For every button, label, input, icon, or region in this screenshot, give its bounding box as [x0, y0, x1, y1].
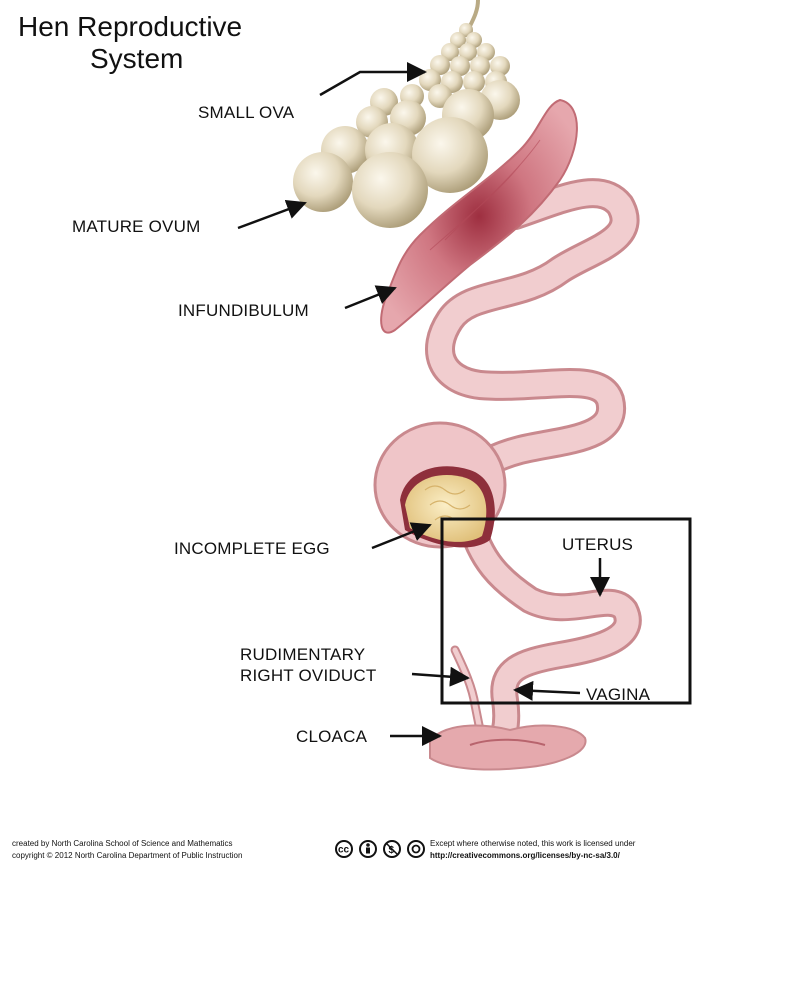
title-line-1: Hen Reproductive	[18, 11, 242, 42]
credit-line-1: created by North Carolina School of Scie…	[12, 839, 233, 848]
cloaca-shape	[429, 724, 587, 771]
arrow-incomplete-egg	[371, 522, 432, 550]
cc-license-icons: cc $	[335, 840, 425, 858]
label-rudimentary-1: RUDIMENTARY	[240, 645, 365, 664]
nc-icon: $	[383, 840, 401, 858]
sa-icon	[407, 840, 425, 858]
credit-line-2: copyright © 2012 North Carolina Departme…	[12, 851, 242, 860]
svg-text:$: $	[389, 845, 395, 856]
egg-chamber	[373, 421, 507, 549]
svg-text:cc: cc	[338, 845, 350, 856]
oviduct-tube	[425, 178, 642, 759]
by-icon	[359, 840, 377, 858]
license-line-2[interactable]: http://creativecommons.org/licenses/by-n…	[430, 851, 621, 860]
label-cloaca: CLOACA	[296, 727, 368, 746]
license-line-1: Except where otherwise noted, this work …	[430, 839, 636, 848]
arrow-vagina	[513, 680, 581, 701]
label-incomplete-egg: INCOMPLETE EGG	[174, 539, 330, 558]
cc-icon: cc	[335, 840, 353, 858]
arrow-rudimentary	[411, 666, 470, 687]
arrow-mature-ovum	[237, 199, 307, 230]
label-infundibulum: INFUNDIBULUM	[178, 301, 309, 320]
label-vagina: VAGINA	[586, 685, 651, 704]
label-rudimentary-2: RIGHT OVIDUCT	[240, 666, 376, 685]
uterus-vagina-box	[440, 517, 692, 705]
ovary-cluster	[293, 0, 520, 228]
arrow-infundibulum	[344, 285, 397, 310]
label-uterus: UTERUS	[562, 535, 633, 554]
arrow-small-ova	[319, 62, 427, 97]
title-line-2: System	[90, 43, 183, 74]
infundibulum-shape	[380, 98, 578, 334]
label-mature-ovum: MATURE OVUM	[72, 217, 200, 236]
label-small-ova: SMALL OVA	[198, 103, 295, 122]
